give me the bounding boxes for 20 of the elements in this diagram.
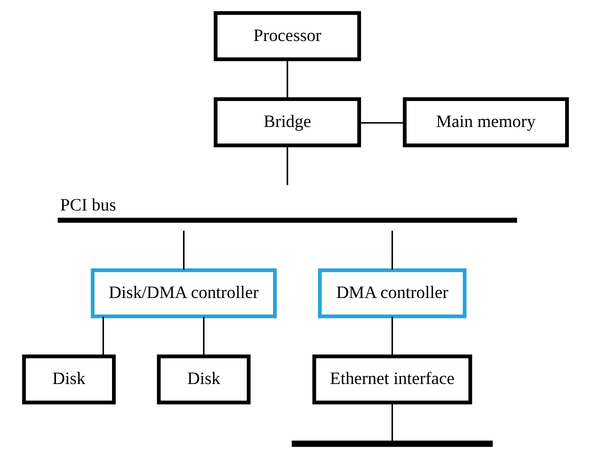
- connector: [391, 230, 392, 270]
- connector: [102, 316, 104, 356]
- node-line: [291, 440, 492, 447]
- node-box: Disk/DMA controller: [90, 268, 276, 318]
- connector: [182, 230, 184, 270]
- node-box: [57, 218, 517, 223]
- node-box: Disk: [22, 354, 116, 404]
- node-box: Bridge: [213, 97, 361, 148]
- node-box: Processor: [213, 11, 361, 62]
- node-box: Ethernet interface: [312, 354, 472, 404]
- node-box: Main memory: [402, 97, 568, 148]
- connector: [359, 122, 404, 124]
- connector: [391, 316, 392, 356]
- connector: [286, 146, 288, 186]
- connector: [202, 316, 204, 356]
- node-box: Disk: [156, 354, 250, 404]
- connector: [391, 402, 392, 442]
- node-box: DMA controller: [317, 268, 466, 318]
- node-label: PCI bus: [60, 194, 116, 215]
- connector: [286, 60, 288, 99]
